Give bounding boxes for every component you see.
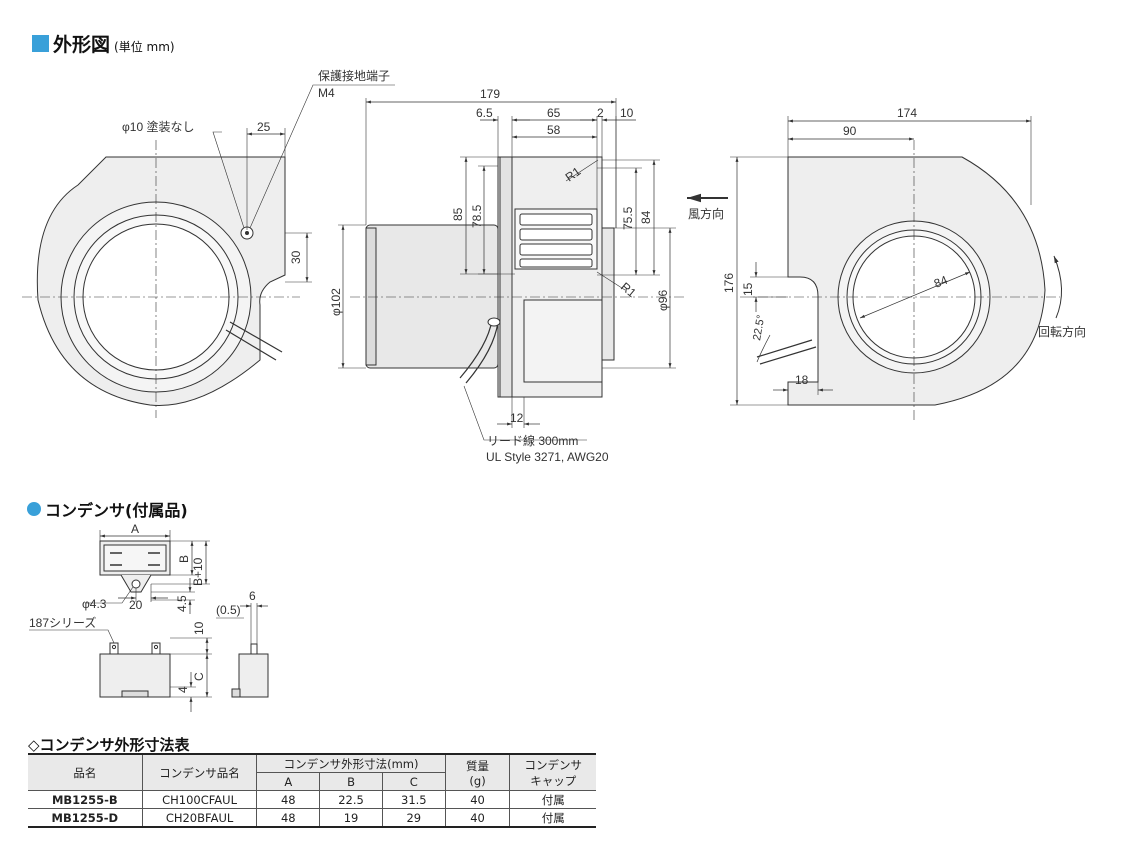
cap-label-6: 6 — [249, 589, 256, 603]
lead-spec-label: UL Style 3271, AWG20 — [486, 450, 609, 464]
header-mass: 質量 (g) — [444, 753, 511, 791]
hole-note-label: φ10 塗装なし — [122, 119, 194, 134]
side-dim-12: 12 — [510, 411, 524, 425]
side-motor-body — [365, 224, 499, 369]
table-title: ◇コンデンサ外形寸法表 — [28, 736, 190, 754]
header-a: A — [256, 772, 321, 791]
side-dim-10: 10 — [620, 106, 634, 120]
cap-label-b: B — [177, 555, 191, 563]
front-dim-25: 25 — [257, 120, 271, 134]
header-model: 品名 — [28, 753, 143, 791]
cap-label-c: C — [192, 672, 206, 681]
side-dim-phi96: φ96 — [656, 290, 670, 311]
header-c: C — [381, 772, 446, 791]
lead-wire-label: リード線 300mm — [487, 433, 578, 448]
cell-capcap: 付属 — [509, 808, 596, 828]
capacitor-dimension-table: 品名 コンデンサ品名 コンデンサ外形寸法(mm) 質量 (g) コンデンサ キャ… — [28, 753, 596, 828]
rear-lead-wire — [756, 339, 813, 358]
side-dim-179: 179 — [480, 87, 500, 101]
side-dim-58: 58 — [547, 123, 561, 137]
cell-c: 29 — [381, 808, 446, 828]
circle-bullet-icon — [27, 502, 41, 516]
rear-dim-174: 174 — [897, 106, 917, 120]
side-dim-2: 2 — [597, 106, 604, 120]
ground-m4-label: M4 — [318, 86, 335, 100]
rear-dim-90: 90 — [843, 124, 857, 138]
cap-label-a: A — [131, 522, 139, 536]
square-bullet-icon — [32, 35, 49, 52]
rotation-label: 回転方向 — [1038, 324, 1086, 339]
cell-model: MB1255-B — [28, 790, 143, 809]
rear-dim-22-5: 22.5° — [751, 314, 767, 342]
table-row: MB1255-D CH20BFAUL 48 19 29 40 付属 — [28, 808, 596, 828]
unit-label: (単位 mm) — [114, 40, 175, 54]
header-mass-label: 質量 — [466, 758, 490, 773]
cap-label-4: 4 — [176, 686, 190, 693]
header-cap-model: コンデンサ品名 — [141, 753, 258, 791]
front-lead-wire — [229, 321, 283, 353]
side-dim-6-5: 6.5 — [476, 106, 493, 120]
ground-terminal-label: 保護接地端子 — [318, 68, 390, 83]
cell-a: 48 — [256, 808, 321, 828]
header-dims: コンデンサ外形寸法(mm) — [256, 753, 446, 773]
capacitor-drawing — [29, 530, 269, 712]
side-dim-phi102: φ102 — [329, 288, 343, 316]
side-dim-78-5: 78.5 — [470, 204, 484, 228]
header-cap-line2: キャップ — [530, 773, 577, 788]
header-cap-line1: コンデンサ — [524, 757, 582, 772]
cap-label-series: 187シリーズ — [29, 615, 96, 630]
cap-label-10: 10 — [192, 621, 206, 635]
cell-b: 19 — [319, 808, 383, 828]
side-dim-84: 84 — [639, 210, 653, 224]
rear-dim-84: 84 — [932, 273, 950, 291]
header-b: B — [319, 772, 383, 791]
cell-cap: CH100CFAUL — [141, 790, 258, 809]
side-view — [338, 98, 686, 441]
front-view — [22, 84, 395, 418]
rear-view — [687, 116, 1063, 420]
rear-dim-176: 176 — [722, 273, 736, 293]
front-dim-30: 30 — [289, 250, 303, 264]
cell-c: 31.5 — [381, 790, 446, 809]
cap-label-05: (0.5) — [216, 603, 241, 617]
cell-cap: CH20BFAUL — [141, 808, 258, 828]
cap-label-20: 20 — [129, 598, 143, 612]
header-cap-cap: コンデンサ キャップ — [509, 753, 596, 791]
outline-title: 外形図 (単位 mm) — [32, 30, 175, 57]
rear-dim-18: 18 — [795, 373, 809, 387]
capacitor-title-text: コンデンサ(付属品) — [45, 501, 188, 520]
cell-capcap: 付属 — [509, 790, 596, 809]
cell-b: 22.5 — [319, 790, 383, 809]
cap-label-phi43: φ4.3 — [82, 597, 107, 611]
cell-mass: 40 — [444, 808, 511, 828]
header-mass-unit: (g) — [469, 773, 486, 788]
cell-a: 48 — [256, 790, 321, 809]
cell-model: MB1255-D — [28, 808, 143, 828]
capacitor-side-view — [238, 653, 269, 698]
cap-label-45: 4.5 — [175, 595, 189, 612]
side-dim-75-5: 75.5 — [621, 206, 635, 230]
cap-label-b10: B+10 — [191, 557, 205, 586]
capacitor-title: コンデンサ(付属品) — [27, 497, 188, 521]
outline-title-text: 外形図 — [53, 34, 111, 56]
side-dim-65: 65 — [547, 106, 561, 120]
rotation-arrow-icon — [1053, 255, 1063, 319]
capacitor-mount-hole — [131, 579, 141, 589]
wind-direction-label: 風方向 — [688, 206, 724, 221]
cell-mass: 40 — [444, 790, 511, 809]
rear-dim-15: 15 — [741, 282, 755, 296]
table-row: MB1255-B CH100CFAUL 48 22.5 31.5 40 付属 — [28, 790, 596, 809]
side-dim-85: 85 — [451, 207, 465, 221]
